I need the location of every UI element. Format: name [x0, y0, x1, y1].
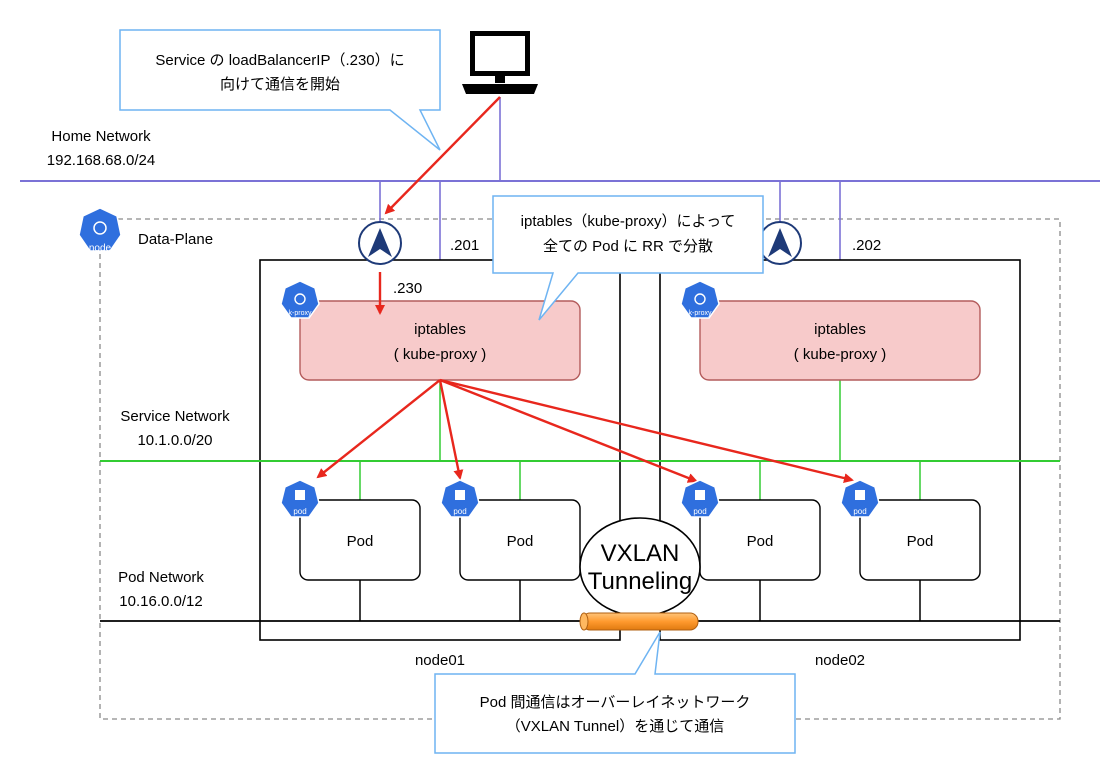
- pod-icon: pod: [680, 479, 720, 518]
- node01-iptables-sublabel: ( kube-proxy ): [394, 346, 487, 363]
- callout-iptables-rr: [492, 195, 764, 321]
- node01-iptables-label: iptables: [414, 321, 466, 338]
- pod-box: [859, 499, 981, 581]
- callout-overlay-text: Pod 間通信はオーバーレイネットワーク: [480, 694, 751, 711]
- svg-text:pod: pod: [853, 507, 866, 516]
- kube-proxy-icon: k-proxy: [680, 280, 720, 319]
- iptables-to-pod-arrow: [438, 379, 464, 480]
- node01-lb-ip-label: .230: [393, 280, 422, 297]
- home-network-name: Home Network: [51, 128, 151, 145]
- pod-icon: pod: [840, 479, 880, 518]
- service-network-cidr: 10.1.0.0/20: [137, 432, 212, 449]
- kube-proxy-icon: k-proxy: [280, 280, 320, 319]
- node01-iptables-box: [299, 300, 581, 381]
- pod-label: Pod: [747, 533, 774, 550]
- callout-iptables-rr-text: 全ての Pod に RR で分散: [543, 237, 713, 255]
- vxlan-label: VXLAN: [601, 540, 680, 567]
- node02-iptables-label: iptables: [814, 321, 866, 338]
- svg-text:pod: pod: [293, 507, 306, 516]
- data-plane-label: Data-Plane: [138, 231, 213, 248]
- vxlan-sublabel: Tunneling: [588, 568, 693, 595]
- home-network-cidr: 192.168.68.0/24: [47, 152, 155, 169]
- node02-iptables-box: [699, 300, 981, 381]
- svg-text:k-proxy: k-proxy: [289, 310, 312, 317]
- callout-overlay-text: （VXLAN Tunnel）を通じて通信: [506, 718, 724, 735]
- service-network-stubs: [359, 380, 921, 500]
- service-network-name: Service Network: [120, 408, 230, 425]
- callout-overlay: [434, 631, 796, 754]
- iptables-to-pod-arrow: [439, 378, 854, 483]
- callout-iptables-rr-text: iptables（kube-proxy）によって: [521, 213, 736, 230]
- pod-box: [299, 499, 421, 581]
- pod-box: [459, 499, 581, 581]
- svg-text:node: node: [89, 243, 112, 254]
- callout-service-start-text: Service の loadBalancerIP（.230）に: [155, 52, 404, 69]
- iptables-to-pod-arrow: [439, 378, 698, 483]
- callout-service-start-text: 向けて通信を開始: [220, 76, 340, 93]
- pod-network-stubs: [359, 580, 921, 621]
- k8s-node-icon: node: [78, 207, 122, 254]
- node01-name-label: node01: [415, 652, 465, 669]
- pod-label: Pod: [507, 533, 534, 550]
- loadbalancer-icon: [358, 221, 402, 265]
- vxlan-tunnel-tube: [579, 612, 699, 631]
- node02-iptables-sublabel: ( kube-proxy ): [794, 346, 887, 363]
- pod-network-name: Pod Network: [118, 569, 204, 586]
- svg-text:pod: pod: [453, 507, 466, 516]
- home-network-drops: [379, 97, 841, 260]
- loadbalancer-icon: [758, 221, 802, 265]
- pod-label: Pod: [907, 533, 934, 550]
- pod-icon: pod: [440, 479, 480, 518]
- svg-text:k-proxy: k-proxy: [689, 310, 712, 317]
- pod-network-cidr: 10.16.0.0/12: [119, 593, 202, 610]
- pod-icon: pod: [280, 479, 320, 518]
- client-to-lb-arrow: [384, 96, 501, 215]
- traffic-arrows: [316, 96, 854, 483]
- node02-ip-label: .202: [852, 237, 881, 254]
- svg-text:pod: pod: [693, 507, 706, 516]
- node01-ip-label: .201: [450, 237, 479, 254]
- pod-label: Pod: [347, 533, 374, 550]
- data-plane-boundary: [99, 218, 1061, 720]
- pod-box: [699, 499, 821, 581]
- iptables-to-pod-arrow: [316, 379, 441, 479]
- node02-name-label: node02: [815, 652, 865, 669]
- client-computer-icon: [462, 31, 538, 94]
- vxlan-ellipse: [579, 517, 701, 617]
- node02-box: [659, 259, 1021, 641]
- callout-service-start: [119, 29, 441, 151]
